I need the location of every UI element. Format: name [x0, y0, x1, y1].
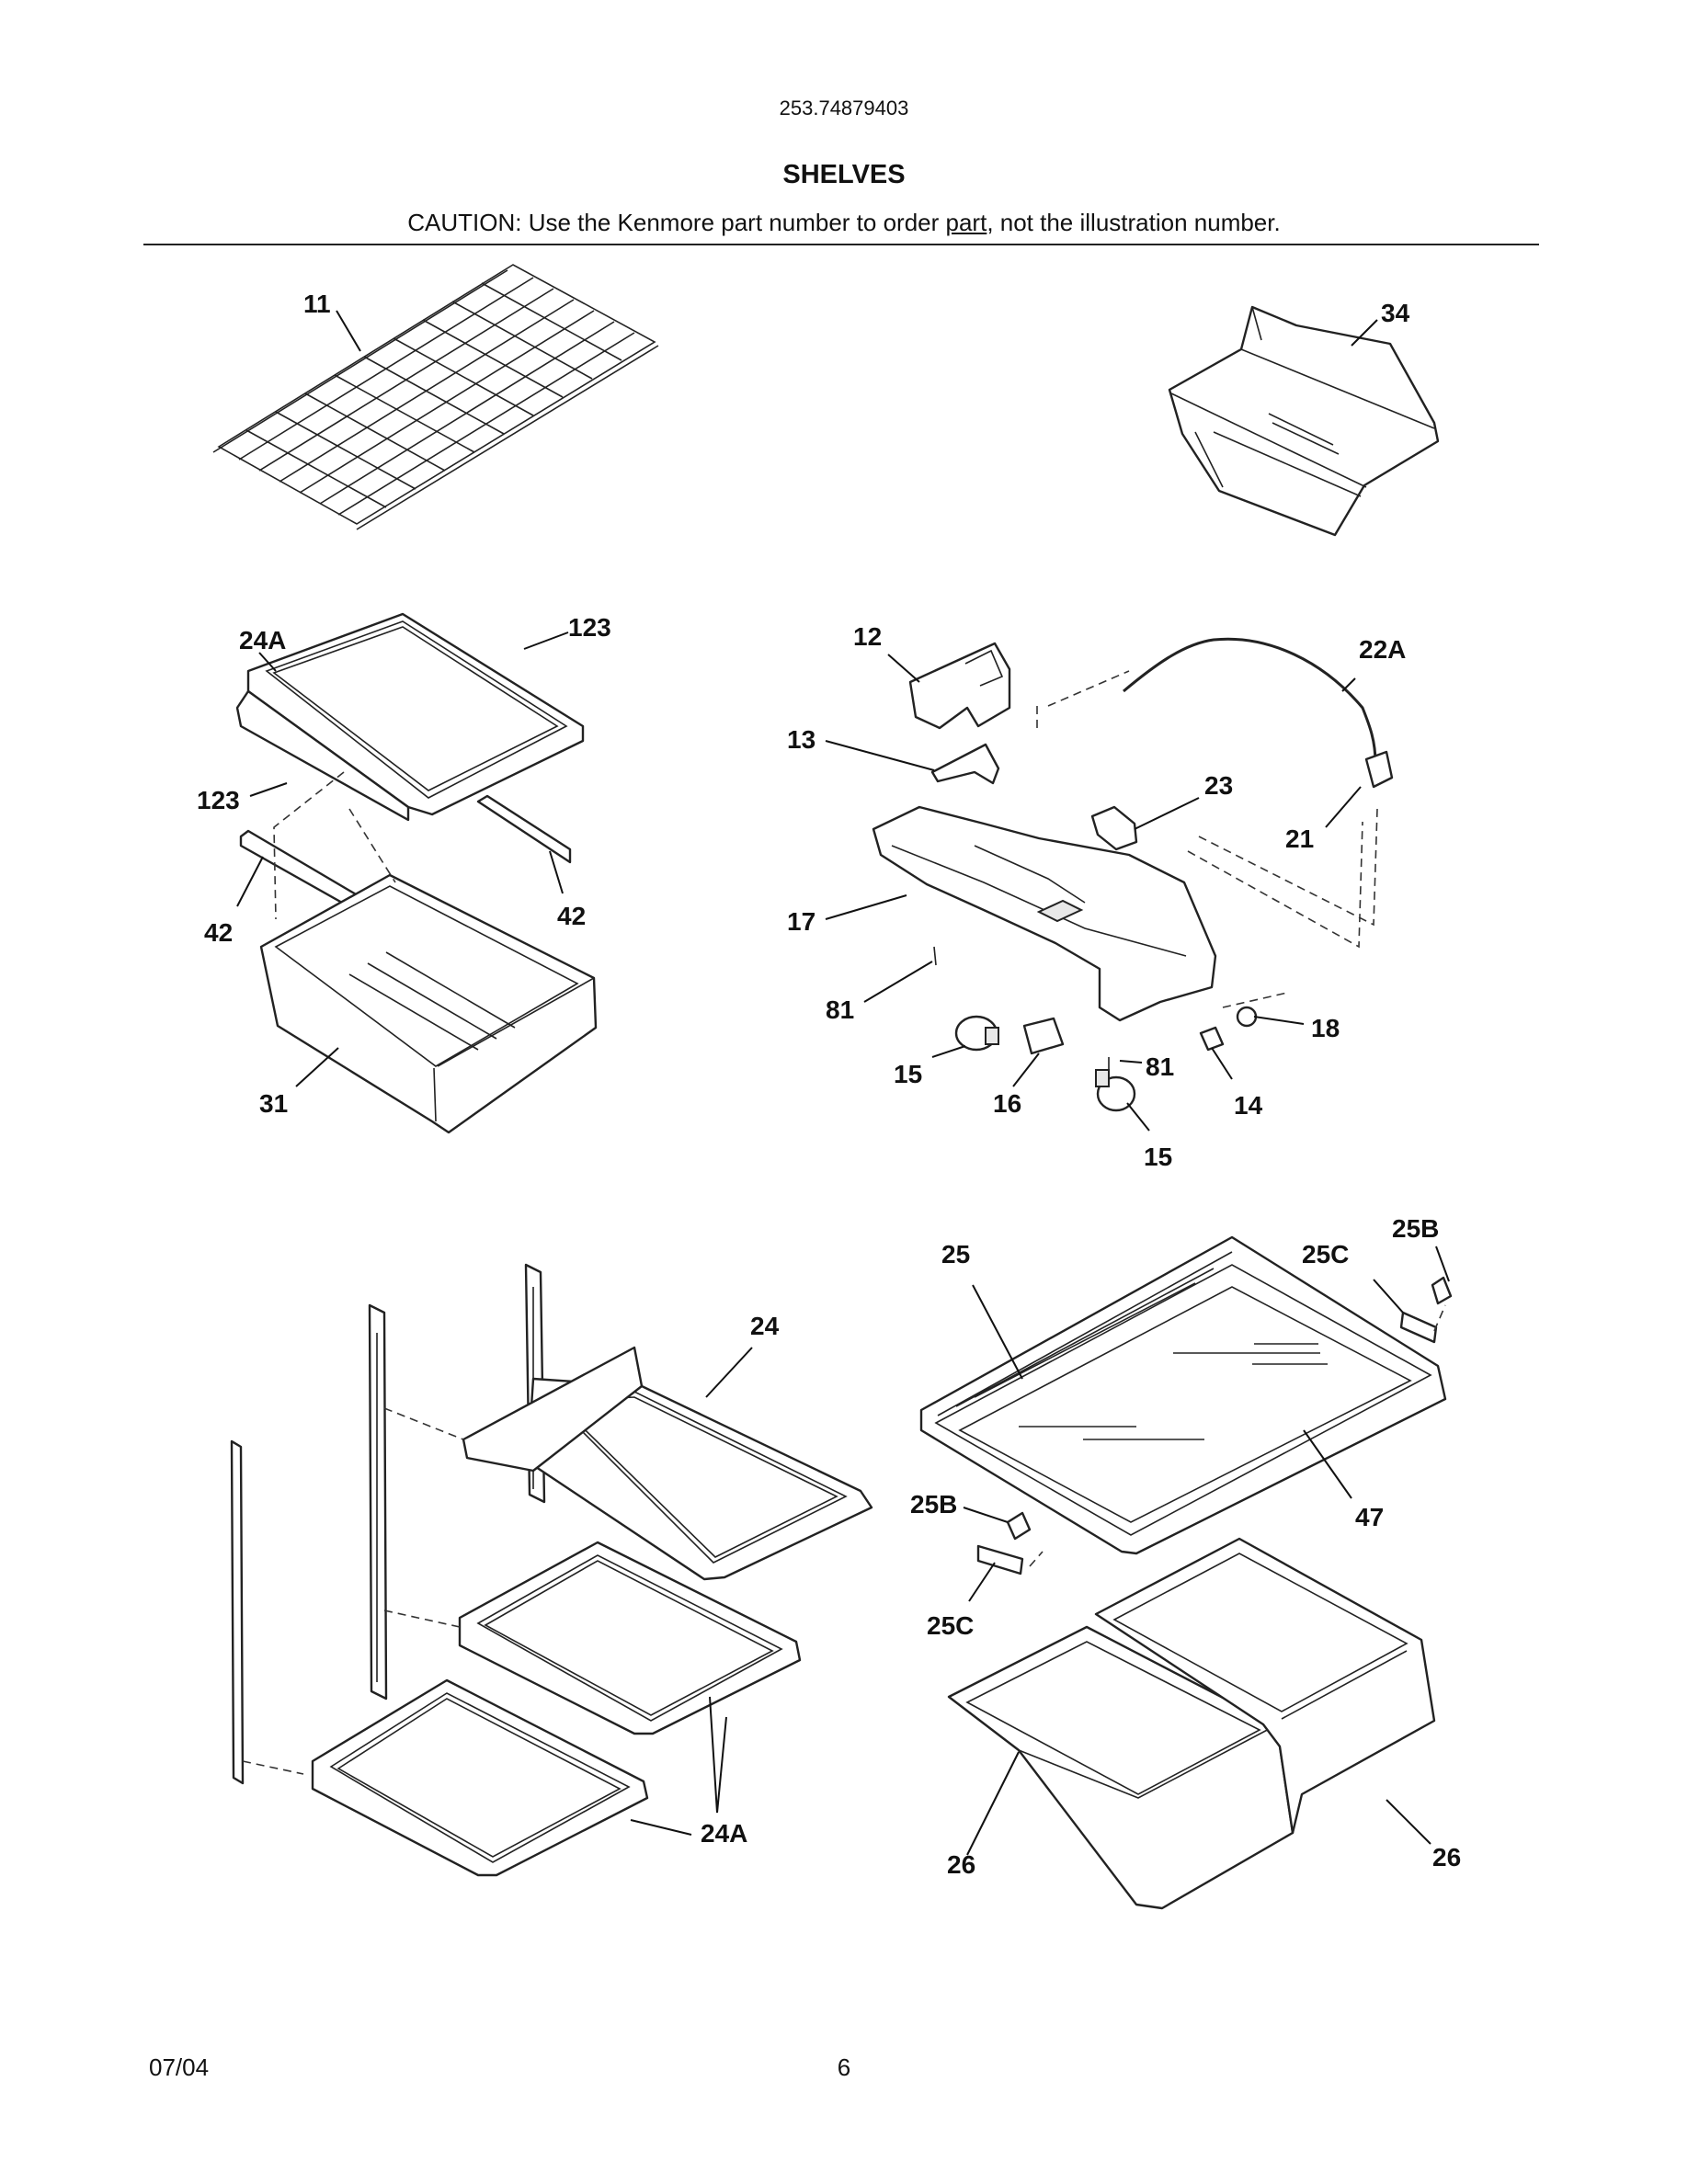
- callout-24: 24: [750, 1312, 780, 1340]
- part-26-right-drawer: [1094, 1537, 1436, 1835]
- guide-lines-shelves: [242, 1407, 464, 1775]
- callout-34: 34: [1381, 299, 1410, 327]
- callout-42-left: 42: [204, 918, 233, 947]
- part-24-upper-shelf: [462, 1346, 873, 1581]
- caution-part-word: part: [945, 209, 987, 236]
- callout-81-left: 81: [826, 995, 854, 1024]
- part-47-glass-insert: [958, 1286, 1412, 1523]
- callout-25C-top: 25C: [1302, 1240, 1349, 1268]
- caution-text-start: CAUTION: Use the Kenmore part number to …: [407, 209, 946, 236]
- callout-123-upper: 123: [568, 613, 611, 642]
- callout-25B-top: 25B: [1392, 1214, 1439, 1243]
- header-divider: [143, 244, 1539, 245]
- part-24A-lower-shelf: [311, 1678, 649, 1877]
- callout-21: 21: [1285, 825, 1314, 853]
- part-13-diffuser: [930, 743, 1000, 785]
- part-14-rocker-switch: [1199, 1026, 1225, 1052]
- part-11-wire-shelf: [212, 264, 659, 530]
- part-25B-clips: [1006, 1276, 1453, 1541]
- part-18-knob: [1236, 1006, 1258, 1028]
- part-12-cover: [908, 642, 1011, 730]
- callout-15-left: 15: [894, 1060, 922, 1088]
- part-31-crisper-drawer: [259, 873, 598, 1134]
- guide-lines-crisper: [1029, 1304, 1446, 1567]
- callout-16: 16: [993, 1089, 1021, 1118]
- part-25-crisper-cover: [919, 1235, 1447, 1555]
- callout-42-right: 42: [557, 902, 586, 930]
- callout-15-bottom: 15: [1144, 1143, 1172, 1171]
- callout-13: 13: [787, 725, 815, 754]
- part-15-bulb-left: [954, 1015, 999, 1052]
- part-16-socket: [1022, 1017, 1065, 1055]
- guide-lines-left-top: [273, 771, 396, 920]
- callout-123-left: 123: [197, 786, 240, 814]
- part-15-bulb-right: [1095, 1069, 1136, 1112]
- leader-lines: [236, 310, 1450, 1856]
- callout-25B-left: 25B: [910, 1490, 957, 1519]
- section-title: SHELVES: [782, 160, 906, 189]
- callout-26-right: 26: [1432, 1843, 1461, 1871]
- callout-47: 47: [1355, 1503, 1384, 1531]
- callout-23: 23: [1204, 771, 1233, 800]
- callout-12: 12: [853, 622, 882, 651]
- part-23-motor: [1090, 805, 1138, 851]
- page-number: 6: [837, 2053, 851, 2081]
- footer-date: 07/04: [149, 2053, 210, 2081]
- caution-note: CAUTION: Use the Kenmore part number to …: [0, 209, 1688, 237]
- callout-labels: 11 34 24A 123 123 42 42 31 12 22A 13 23 …: [197, 290, 1461, 1879]
- callout-14: 14: [1234, 1091, 1263, 1120]
- caution-text-end: , not the illustration number.: [987, 209, 1281, 236]
- callout-26-left: 26: [947, 1850, 975, 1879]
- part-81-screws: [933, 946, 1110, 1075]
- callout-11: 11: [303, 290, 331, 318]
- part-24A-middle-shelf: [458, 1541, 802, 1735]
- part-25C-brackets: [976, 1311, 1438, 1575]
- callout-81-right: 81: [1146, 1052, 1174, 1081]
- callout-25C-left: 25C: [927, 1611, 974, 1640]
- guide-lines-controls: [1036, 670, 1378, 1008]
- callout-22A: 22A: [1359, 635, 1406, 664]
- model-number: 253.74879403: [779, 97, 909, 119]
- callout-17: 17: [787, 907, 815, 936]
- callout-31: 31: [259, 1089, 288, 1118]
- part-21-switch: [1364, 750, 1394, 789]
- part-34-door-bin: [1168, 305, 1440, 537]
- callout-25: 25: [941, 1240, 970, 1268]
- callout-18: 18: [1311, 1014, 1340, 1042]
- part-22A-wire-harness: [1123, 637, 1377, 764]
- callout-24A-upper: 24A: [239, 626, 286, 654]
- part-17-control-housing: [872, 805, 1217, 1022]
- part-24A-upper-shelf: [235, 612, 585, 822]
- callout-24A-lower: 24A: [701, 1819, 747, 1848]
